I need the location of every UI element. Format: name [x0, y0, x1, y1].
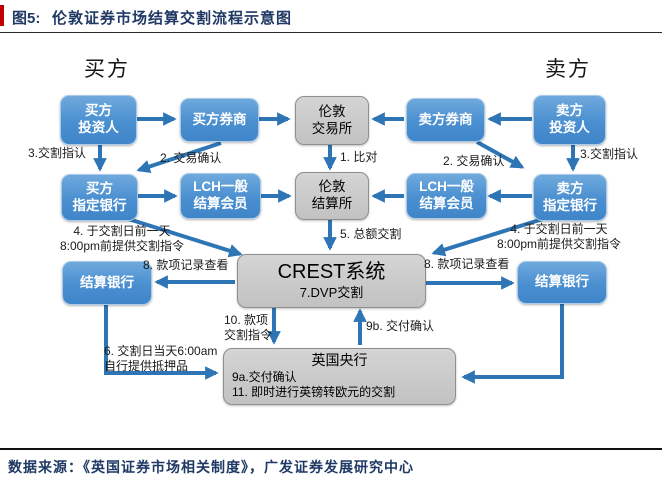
label-step4-right: 4. 于交割日前一天 8:00pm前提供交割指令 — [496, 222, 622, 251]
boe-step11: 11. 即时进行英镑转欧元的交割 — [232, 385, 396, 400]
label-step2-right: 2. 交易确认 — [443, 154, 505, 168]
page-title: 伦敦证券市场结算交割流程示意图 — [52, 10, 293, 27]
node-buyer-designated-bank: 买方 指定银行 — [61, 174, 138, 221]
node-settlement-bank-left: 结算银行 — [62, 261, 152, 305]
label-step3-left: 3.交割指认 — [28, 146, 87, 160]
label-step5: 5. 总额交割 — [340, 227, 402, 241]
node-london-clearing-house: 伦敦 结算所 — [295, 172, 369, 220]
node-seller-broker: 卖方券商 — [406, 98, 485, 142]
label-step4-left: 4. 于交割日前一天 8:00pm前提供交割指令 — [59, 224, 185, 253]
footer-divider — [0, 448, 662, 450]
arrow-step4-right-to-crest — [431, 215, 550, 257]
crest-subtitle: 7.DVP交割 — [299, 285, 364, 301]
arrow-layer — [93, 112, 580, 384]
label-step3-right: 3.交割指认 — [580, 147, 639, 161]
title-accent-bar — [0, 5, 4, 26]
label-step2-left: 2. 交易确认 — [160, 151, 222, 165]
flow-diagram: 买方 卖方 买方 投资人 买方券商 伦敦 交易所 卖方券商 卖方 投资人 买方 … — [0, 33, 662, 447]
node-lch-member-left: LCH一般 结算会员 — [180, 173, 261, 219]
boe-step9a: 9a.交付确认 — [232, 369, 297, 384]
node-crest-system: CREST系统 7.DVP交割 — [237, 254, 426, 308]
label-step8-right: 8. 款项记录查看 — [424, 257, 510, 271]
crest-title: CREST系统 — [277, 261, 386, 284]
node-buyer-broker: 买方券商 — [180, 98, 259, 142]
label-step6: 6. 交割日当天6:00am 自行提供抵押品 — [104, 344, 218, 373]
arrow-step2-left — [136, 141, 222, 174]
label-step8-left: 8. 款项记录查看 — [143, 258, 229, 272]
node-lch-member-right: LCH一般 结算会员 — [406, 173, 487, 219]
boe-title: 英国央行 — [311, 352, 368, 368]
arrow-settlement-bank-right-to-boe — [461, 302, 564, 384]
node-seller-designated-bank: 卖方 指定银行 — [533, 174, 607, 221]
data-source: 数据来源：《英国证券市场相关制度》，广发证券发展研究中心 — [8, 461, 414, 476]
arrow-step2-right — [476, 140, 525, 169]
buyer-group-label: 买方 — [84, 58, 130, 81]
title-divider — [0, 32, 662, 33]
label-step9b: 9b. 交付确认 — [366, 319, 435, 333]
figure-label: 图5: — [12, 10, 41, 27]
node-buyer-investor: 买方 投资人 — [60, 95, 137, 145]
seller-group-label: 卖方 — [545, 58, 591, 81]
node-bank-of-england: 英国央行 9a.交付确认 11. 即时进行英镑转欧元的交割 — [223, 348, 456, 405]
node-london-exchange: 伦敦 交易所 — [295, 96, 369, 145]
node-settlement-bank-right: 结算银行 — [517, 261, 607, 304]
arrow-step4-left-to-crest — [121, 215, 243, 258]
label-step1: 1. 比对 — [340, 150, 378, 164]
node-seller-investor: 卖方 投资人 — [533, 95, 606, 145]
arrow-step6-collateral — [104, 304, 219, 380]
label-step10: 10. 款项 交割指令 — [224, 313, 273, 342]
